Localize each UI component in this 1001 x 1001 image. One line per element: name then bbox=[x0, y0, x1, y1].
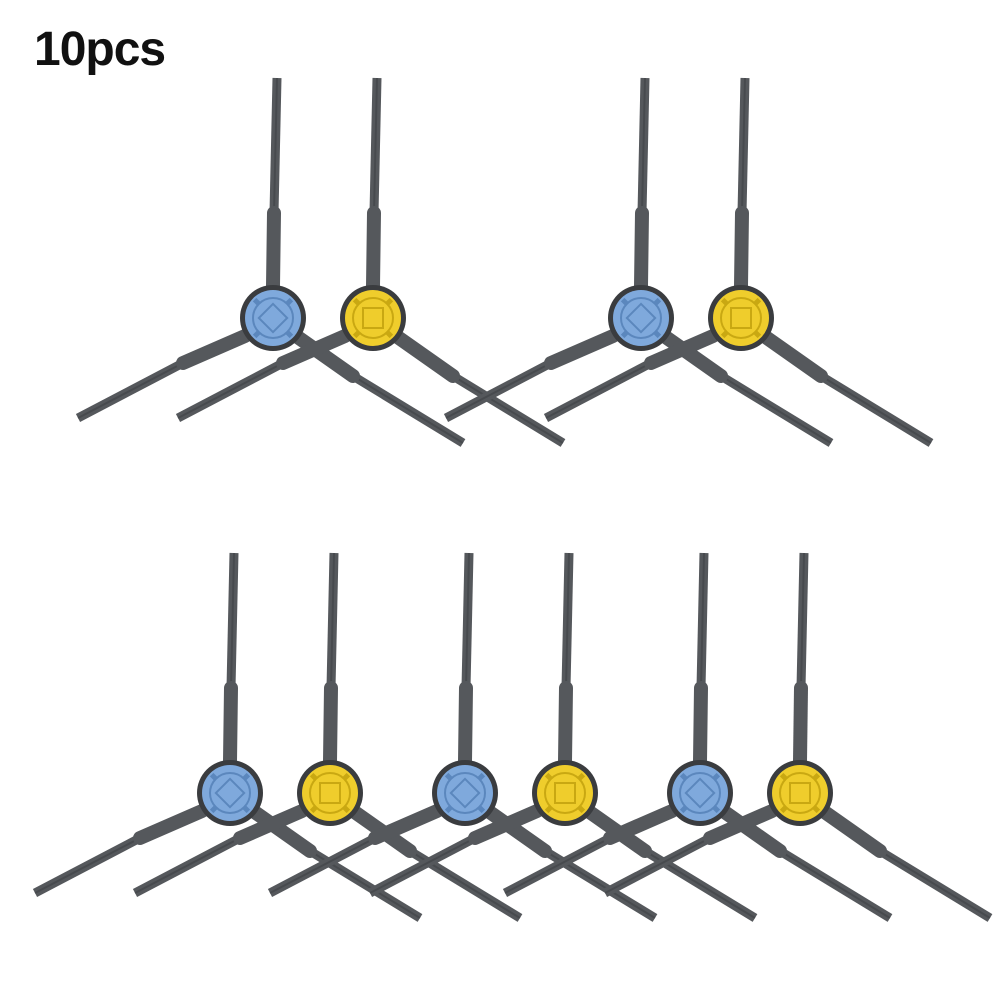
side-brush-yellow bbox=[367, 552, 758, 922]
side-brush-yellow bbox=[132, 552, 523, 922]
brush-arm bbox=[734, 77, 750, 293]
brush-arm bbox=[602, 804, 779, 897]
brush-arm bbox=[458, 552, 474, 768]
brush-hub-blue bbox=[667, 760, 733, 826]
brush-arm bbox=[693, 552, 709, 768]
brush-arm bbox=[719, 806, 893, 922]
brush-hub-blue bbox=[197, 760, 263, 826]
side-brush-blue bbox=[443, 77, 834, 447]
brush-arm bbox=[266, 77, 282, 293]
brush-hub-yellow bbox=[532, 760, 598, 826]
side-brush-yellow bbox=[602, 552, 993, 922]
brush-hub-blue bbox=[432, 760, 498, 826]
brush-arm bbox=[443, 329, 620, 422]
side-brush-blue bbox=[502, 552, 893, 922]
brush-arm bbox=[366, 77, 382, 293]
side-brush-yellow bbox=[175, 77, 566, 447]
side-brush-blue bbox=[32, 552, 423, 922]
brush-hub-blue bbox=[240, 285, 306, 351]
brush-hub-yellow bbox=[297, 760, 363, 826]
brush-hub-blue bbox=[608, 285, 674, 351]
brush-arm bbox=[543, 329, 720, 422]
brush-hub-yellow bbox=[708, 285, 774, 351]
brush-arm bbox=[558, 552, 574, 768]
brush-arm bbox=[32, 804, 209, 897]
brush-arm bbox=[367, 804, 544, 897]
brush-arm bbox=[75, 329, 252, 422]
brush-arm bbox=[660, 331, 834, 447]
brush-arm bbox=[392, 331, 566, 447]
brush-arm bbox=[502, 804, 679, 897]
brush-arm bbox=[323, 552, 339, 768]
brush-arm bbox=[267, 804, 444, 897]
brush-arm bbox=[223, 552, 239, 768]
brush-arm bbox=[819, 806, 993, 922]
brush-arm bbox=[175, 329, 352, 422]
brush-arm bbox=[132, 804, 309, 897]
brush-arm bbox=[793, 552, 809, 768]
brush-arm bbox=[292, 331, 466, 447]
side-brush-blue bbox=[75, 77, 466, 447]
brush-hub-yellow bbox=[767, 760, 833, 826]
brush-hub-yellow bbox=[340, 285, 406, 351]
quantity-label: 10pcs bbox=[34, 23, 166, 76]
brush-arm bbox=[634, 77, 650, 293]
side-brush-yellow bbox=[543, 77, 934, 447]
brush-arm bbox=[760, 331, 934, 447]
